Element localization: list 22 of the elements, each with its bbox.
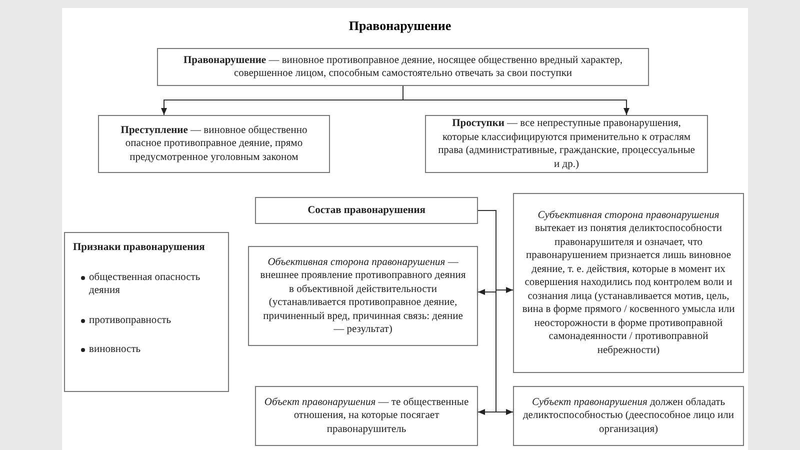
definition-text: Проступки — все непреступные правонарушения, которые классифицируются применительно к отраслям права (административные, гражданские, процессуальные и др.) — [437, 117, 696, 171]
definition-box — [513, 193, 744, 373]
definition-box — [157, 48, 649, 86]
definition-text: Правонарушение — виновное противоправное деяние, носящее общественно вредный характер, совершенное лицом, способным самостоятельно отвечать за свои поступки — [182, 54, 624, 80]
definition-text: Преступление — виновное общественно опасное противоправное деяние, прямо предусмотренное уголовным законом — [120, 124, 308, 164]
connector-arrow — [402, 86, 630, 116]
list-item: общественная опасность деяния — [89, 270, 202, 298]
diagram-title: Правонарушение — [348, 17, 452, 35]
definition-text: Субъективная сторона правонарушения вытекает из понятия деликтоспособности правонарушителя и означает, что правонарушением признается лишь виновное деяние, т. е. действия, которые в момент их совершения находились под контролем воли и сознания лица (устанавливается мотив, цель, вина в форме прямого / косвенного умысла или неосторожности в форме противоправной самонадеянности / противоправной небрежности) — [522, 208, 735, 358]
list-item: виновность — [89, 343, 141, 356]
box-heading: Признаки правонарушения — [73, 241, 205, 254]
definition-text: Субъект правонарушения должен обладать деликтоспособностью (дееспособное лицо или организация) — [522, 396, 735, 436]
definition-box — [98, 115, 330, 173]
definition-box — [248, 246, 478, 346]
definition-box — [255, 197, 478, 224]
definition-box — [513, 386, 744, 446]
definition-text: Объективная сторона правонарушения — внешнее проявление противоправного деяния в объективной действительности (устанавливается противоправное деяние, причиненный вред, причинная связь: деяние — результат) — [259, 256, 467, 336]
definition-box — [255, 386, 478, 446]
features-box — [64, 232, 229, 392]
list-item: противоправность — [89, 314, 171, 327]
definition-text: Объект правонарушения — те общественные отношения, на которые посягает правонарушитель — [264, 396, 469, 436]
box-heading: Состав правонарушения — [308, 204, 426, 218]
